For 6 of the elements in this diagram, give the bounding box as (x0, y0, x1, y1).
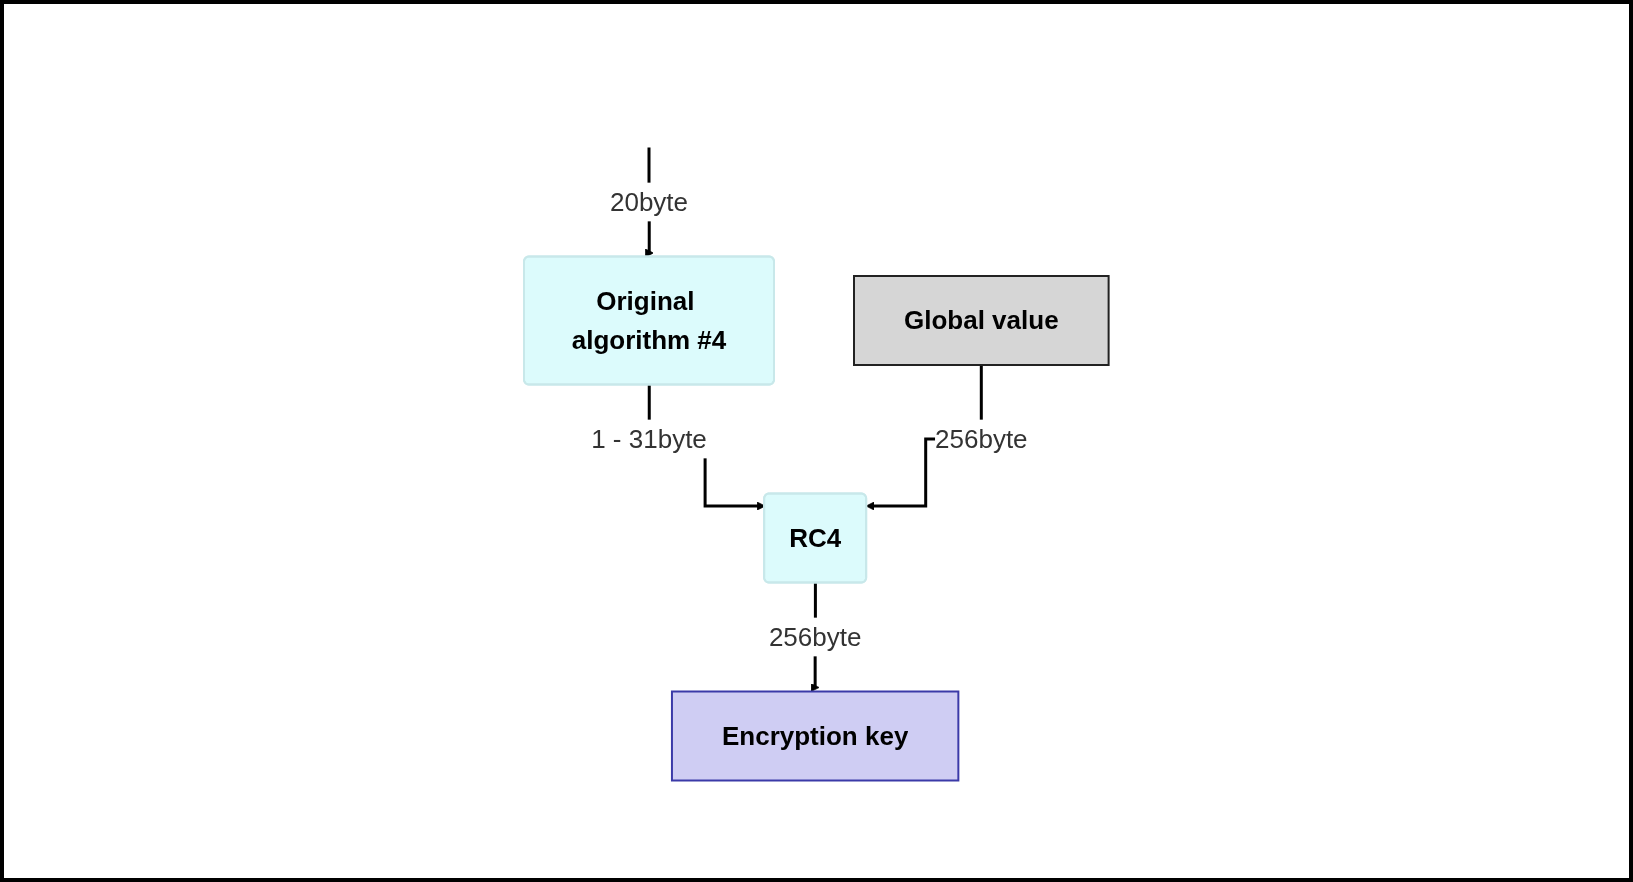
edge-label: 1 - 31byte (591, 423, 708, 454)
edge-label: 256byte (935, 423, 1028, 454)
node-box: Global value (853, 275, 1110, 366)
node-box: Encryption key (671, 690, 960, 782)
edge-label: 256byte (769, 621, 862, 652)
edge-label: 20byte (610, 186, 689, 217)
